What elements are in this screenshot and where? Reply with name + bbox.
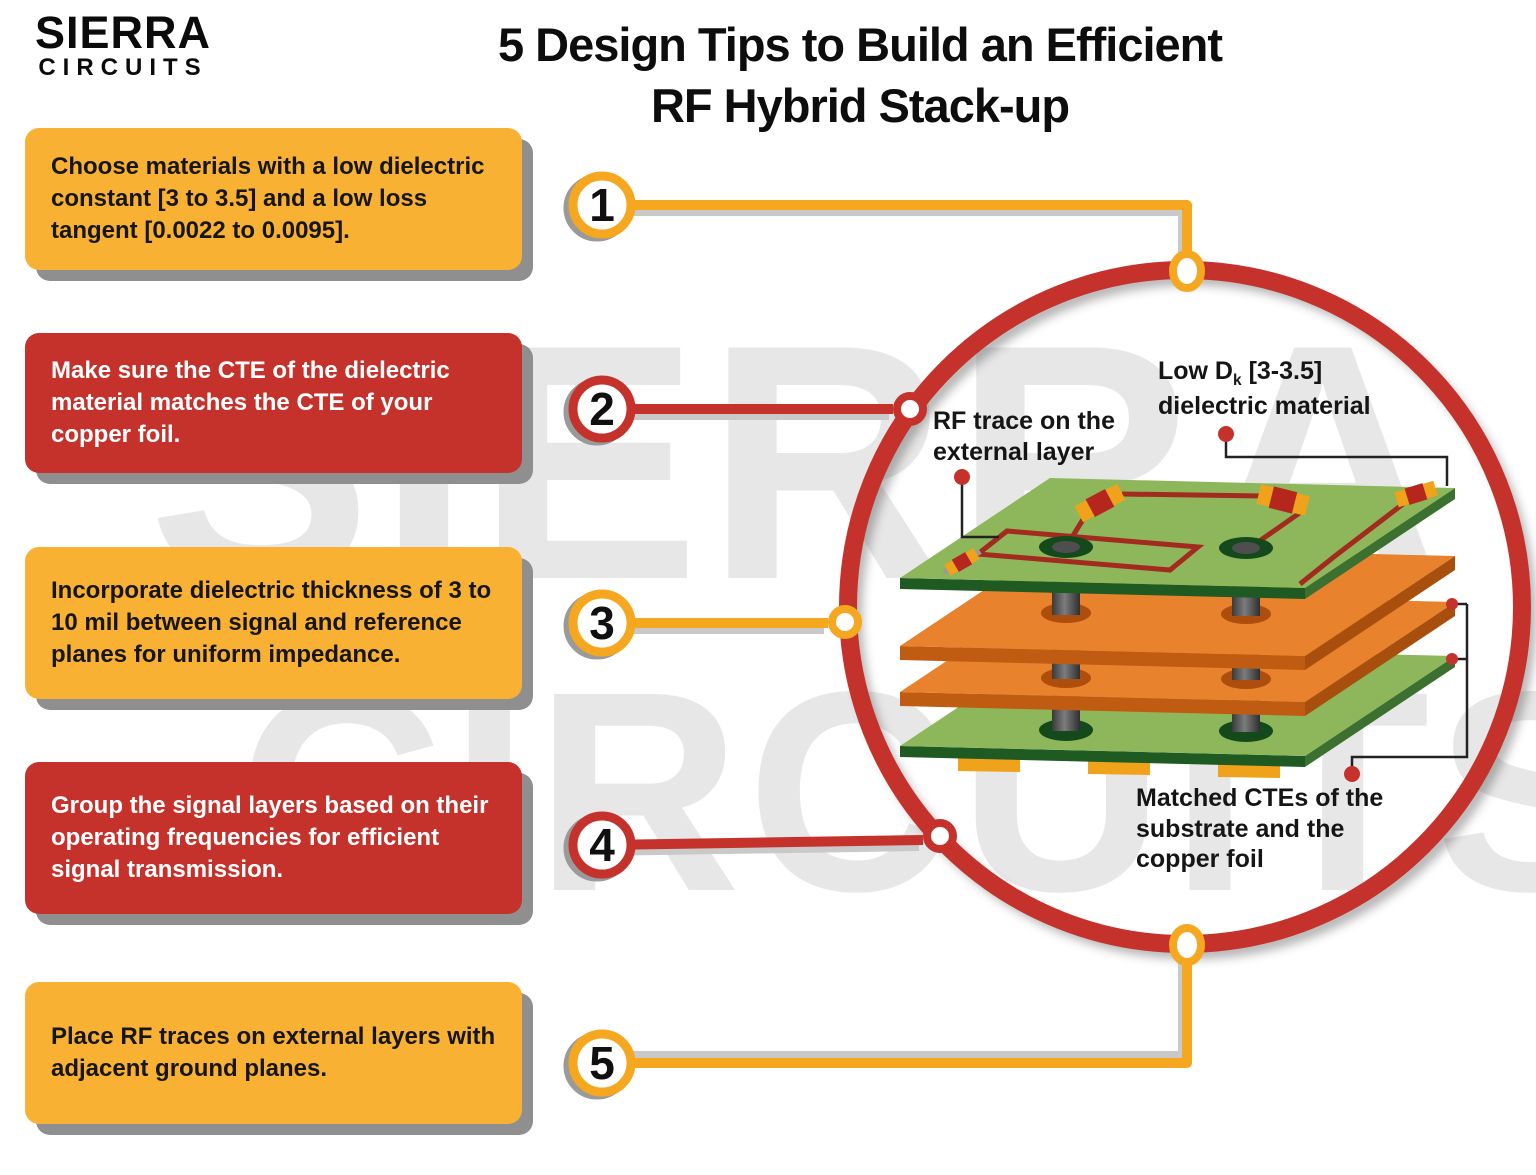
label-rf-line-2: external layer (933, 437, 1095, 466)
connector-5 (602, 963, 1192, 1068)
page-title: 5 Design Tips to Build an Efficient RF H… (380, 14, 1340, 136)
tip-box-4: Group the signal layers based on their o… (25, 762, 522, 914)
step-circle-2: 2 (563, 375, 636, 446)
tip-box-2: Make sure the CTE of the dielectric mate… (25, 333, 522, 473)
connector-4 (601, 835, 924, 850)
callout-dot-copper (1446, 598, 1458, 610)
smd-component (1256, 484, 1310, 516)
label-cte-line-3: copper foil (1136, 845, 1264, 873)
label-matched-cte: Matched CTEs of the substrate and the co… (1136, 783, 1383, 875)
callout-dot-rf (954, 469, 970, 485)
tip-text-2: Make sure the CTE of the dielectric mate… (51, 357, 450, 448)
junction-circle-5 (1169, 924, 1205, 966)
callout-dot-substrate (1446, 653, 1458, 665)
step-circle-3: 3 (563, 589, 636, 660)
rf-trace (1121, 491, 1263, 499)
via-top (1232, 542, 1260, 554)
connector-4-shadow (597, 841, 920, 856)
leader-rf-trace (960, 483, 999, 539)
rf-trace (1298, 502, 1405, 586)
tip-box-3: Incorporate dielectric thickness of 3 to… (25, 547, 522, 699)
connector-5-shadow (598, 958, 1188, 1061)
label-rf-trace: RF trace on the external layer (933, 406, 1115, 467)
tip-text-5: Place RF traces on external layers with … (51, 1023, 496, 1082)
label-dk-prefix: Low D (1158, 357, 1233, 385)
step-circle-5: 5 (563, 1029, 636, 1100)
label-dk-line-2: dielectric material (1158, 391, 1371, 420)
logo-wordmark: SIERRA (34, 7, 212, 58)
label-dk-subscript: k (1233, 372, 1242, 389)
tip-box-1: Choose materials with a low dielectric c… (25, 128, 522, 270)
junction-circle-4 (923, 819, 957, 853)
connector-1 (602, 200, 1192, 256)
connector-1-shadow (598, 206, 1188, 268)
label-low-dk: Low Dk [3-3.5] dielectric material (1158, 356, 1371, 421)
smd-component (1074, 483, 1126, 523)
label-cte-line-1: Matched CTEs of the (1136, 784, 1384, 812)
solder-pad (1218, 763, 1280, 778)
layer-top-substrate (900, 478, 1455, 599)
tip-box-5: Place RF traces on external layers with … (25, 982, 522, 1124)
label-cte-line-2: substrate and the (1136, 814, 1345, 843)
label-dk-suffix: [3-3.5] (1241, 357, 1323, 385)
label-dk-line-1: Low Dk [3-3.5] (1158, 356, 1371, 391)
title-line-1: 5 Design Tips to Build an Efficient (497, 18, 1223, 71)
tip-text-1: Choose materials with a low dielectric c… (51, 153, 485, 244)
smd-component (1394, 480, 1438, 508)
solder-pad (1088, 760, 1150, 775)
junction-circle-1 (1169, 250, 1205, 292)
rf-trace-loop (971, 528, 1205, 573)
junction-circle-2 (893, 392, 927, 426)
tip-text-4: Group the signal layers based on their o… (51, 792, 489, 883)
step-number-2: 2 (589, 383, 615, 435)
smd-component (942, 548, 982, 576)
label-rf-line-1: RF trace on the (933, 407, 1115, 435)
step-number-5: 5 (589, 1037, 615, 1089)
junction-circle-3 (828, 605, 862, 639)
pcb-stackup (900, 426, 1469, 782)
title-line-2: RF Hybrid Stack-up (650, 79, 1070, 133)
tip-text-3: Incorporate dielectric thickness of 3 to… (51, 577, 492, 668)
step-number-4: 4 (589, 819, 615, 871)
callout-dot-dk (1218, 426, 1234, 442)
leader-low-dk (1224, 441, 1449, 486)
callout-dot-cte (1344, 766, 1360, 782)
step-circle-1: 1 (563, 171, 636, 242)
sierra-circuits-logo: SIERRA CIRCUITS (14, 10, 232, 81)
step-circle-4: 4 (563, 811, 636, 882)
step-number-1: 1 (589, 179, 615, 231)
solder-pad (958, 757, 1020, 772)
logo-tagline: CIRCUITS (38, 54, 208, 81)
via-top (1052, 541, 1080, 553)
step-number-3: 3 (589, 597, 615, 649)
